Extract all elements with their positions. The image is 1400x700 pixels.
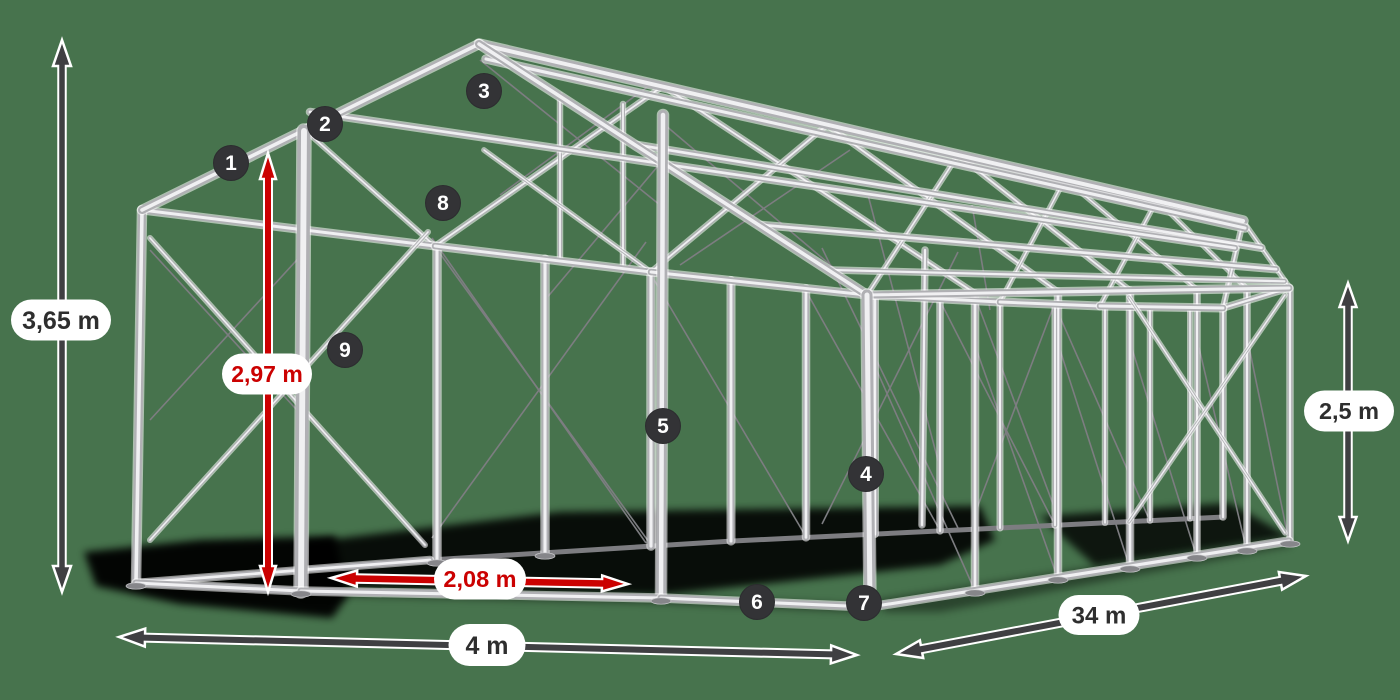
svg-text:8: 8 <box>437 192 449 215</box>
svg-text:6: 6 <box>751 591 763 614</box>
svg-text:9: 9 <box>339 339 351 362</box>
svg-text:2,97 m: 2,97 m <box>231 361 303 387</box>
svg-text:3: 3 <box>478 80 490 103</box>
svg-text:3,65 m: 3,65 m <box>22 307 100 335</box>
svg-text:7: 7 <box>858 592 870 615</box>
svg-text:5: 5 <box>657 415 669 438</box>
svg-text:2,5 m: 2,5 m <box>1319 398 1379 424</box>
svg-text:4 m: 4 m <box>465 632 508 660</box>
svg-text:2: 2 <box>319 113 331 136</box>
svg-text:34 m: 34 m <box>1072 602 1127 629</box>
svg-text:1: 1 <box>225 152 237 175</box>
svg-text:2,08 m: 2,08 m <box>443 566 516 592</box>
svg-text:4: 4 <box>860 463 872 486</box>
